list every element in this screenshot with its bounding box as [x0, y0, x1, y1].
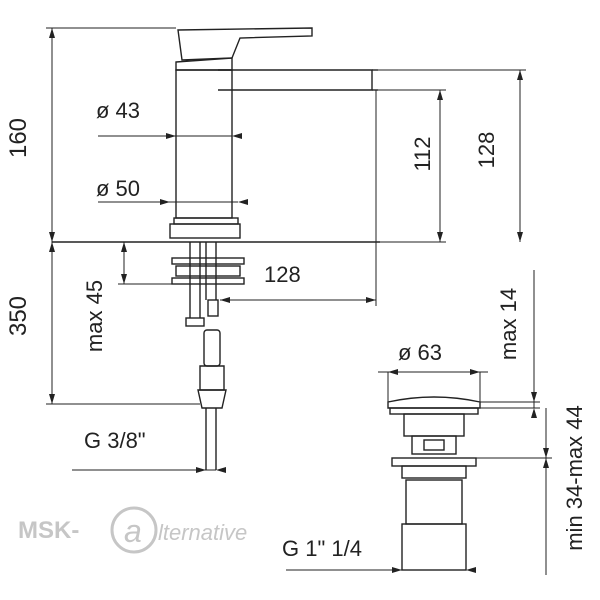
watermark-suffix: lternative [158, 520, 247, 545]
fixing-washer [171, 257, 245, 265]
label-height-160: 160 [5, 118, 32, 158]
label-height-128: 128 [474, 132, 499, 169]
watermark-prefix: MSK- [18, 517, 79, 544]
label-height-112: 112 [410, 136, 435, 171]
base-ring [173, 217, 239, 225]
label-dia-50: ø 50 [96, 176, 140, 201]
hose-connector [199, 365, 225, 391]
at-symbol-icon [110, 506, 158, 554]
at-letter-icon: a [124, 513, 142, 549]
fixing-nut [175, 265, 241, 277]
waste-outline [387, 396, 481, 571]
label-g-3-8: G 3/8" [84, 428, 146, 453]
faucet-body [175, 69, 233, 219]
dimension-arrows [49, 28, 549, 573]
label-hose-350: 350 [5, 296, 32, 336]
watermark: MSK- a lternative [18, 506, 247, 554]
label-reach-128: 128 [264, 262, 301, 287]
waste-cap [387, 396, 481, 409]
label-dia-63: ø 63 [398, 340, 442, 365]
label-min34-max44: min 34-max 44 [562, 405, 587, 551]
hose-pipe [203, 329, 221, 367]
waste-flange [391, 457, 477, 467]
base-plate [169, 223, 241, 239]
label-dia-43: ø 43 [96, 98, 140, 123]
label-max-14: max 14 [496, 288, 521, 360]
label-g-1-1-4: G 1" 1/4 [282, 536, 362, 561]
spout [218, 69, 373, 91]
lever-handle [177, 27, 313, 61]
label-max-45: max 45 [82, 280, 107, 352]
dimension-lines [46, 27, 552, 575]
waste-body [405, 479, 463, 525]
faucet-outline [52, 27, 380, 470]
